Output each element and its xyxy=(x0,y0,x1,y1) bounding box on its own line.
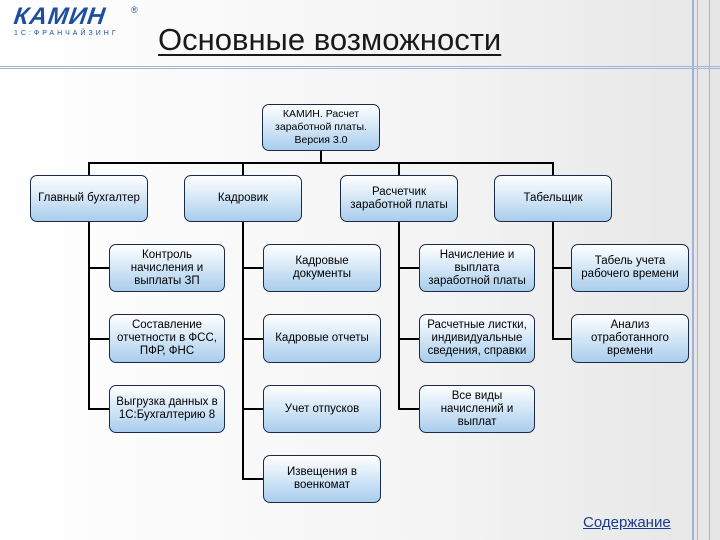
feature-node: Составление отчетности в ФСС, ПФР, ФНС xyxy=(109,314,225,363)
feature-node: Начисление и выплата заработной платы xyxy=(419,244,535,292)
connector-line xyxy=(552,267,572,269)
role-node-chief-accountant: Главный бухгалтер xyxy=(30,175,148,222)
connector-line xyxy=(88,162,90,176)
connector-line xyxy=(398,408,420,410)
feature-node: Извещения в военкомат xyxy=(263,455,381,503)
connector-line xyxy=(552,162,554,176)
logo-wordmark: КАМИН xyxy=(12,3,108,30)
decor-vertical-line xyxy=(697,0,698,540)
connector-line xyxy=(242,162,244,176)
connector-line xyxy=(242,267,264,269)
root-node: КАМИН. Расчет заработной платы. Версия 3… xyxy=(262,104,380,151)
connector-line xyxy=(88,338,110,340)
feature-node: Расчетные листки, индивидуальные сведени… xyxy=(419,314,535,363)
feature-node: Контроль начисления и выплаты ЗП xyxy=(109,244,225,292)
connector-line xyxy=(398,162,400,176)
connector-line xyxy=(552,221,554,340)
decor-vertical-line xyxy=(692,0,694,540)
feature-node: Кадровые документы xyxy=(263,244,381,292)
role-node-hr-officer: Кадровик xyxy=(184,175,302,222)
connector-line xyxy=(242,408,264,410)
decor-horizontal-line xyxy=(0,68,720,69)
feature-node: Выгрузка данных в 1С:Бухгалтерию 8 xyxy=(109,385,225,433)
connector-line xyxy=(320,150,322,163)
connector-line xyxy=(88,408,110,410)
decor-vertical-line xyxy=(709,0,710,540)
feature-node: Анализ отработанного времени xyxy=(571,314,689,363)
contents-link[interactable]: Содержание xyxy=(583,514,671,531)
connector-line xyxy=(88,267,110,269)
connector-line xyxy=(88,221,90,410)
feature-node: Учет отпусков xyxy=(263,385,381,433)
feature-node: Все виды начислений и выплат xyxy=(419,385,535,433)
role-node-timekeeper: Табельщик xyxy=(494,175,612,222)
connector-line xyxy=(398,267,420,269)
connector-line xyxy=(552,338,572,340)
connector-line xyxy=(242,338,264,340)
company-logo: КАМИН ® 1С:ФРАНЧАЙЗИНГ xyxy=(12,3,137,37)
page-title: Основные возможности xyxy=(158,22,502,57)
registered-mark: ® xyxy=(131,5,138,15)
decor-horizontal-line xyxy=(0,66,720,67)
feature-node: Табель учета рабочего времени xyxy=(571,244,689,292)
connector-line xyxy=(242,221,244,480)
connector-line xyxy=(398,221,400,410)
feature-node: Кадровые отчеты xyxy=(263,314,381,363)
connector-line xyxy=(242,478,264,480)
connector-line xyxy=(398,338,420,340)
role-node-payroll-clerk: Расчетчик заработной платы xyxy=(340,175,458,222)
connector-line xyxy=(88,162,554,164)
logo-subtitle: 1С:ФРАНЧАЙЗИНГ xyxy=(14,30,119,37)
